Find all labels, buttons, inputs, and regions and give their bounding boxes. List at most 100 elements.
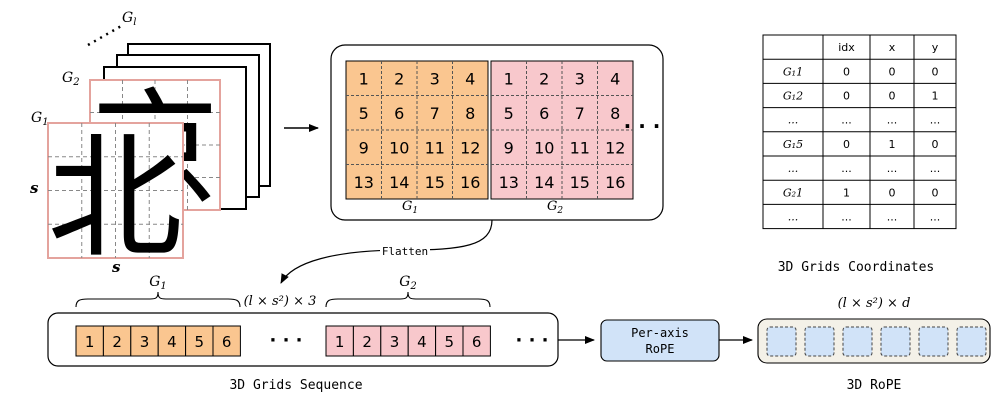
sequence-g1-label: G1 [149,274,167,292]
grid-cell-number: 11 [570,138,590,157]
coords-table-cell: G₂1 [783,186,803,199]
stack-layer-g1: 北 [47,120,184,277]
coords-table-cell: ... [788,211,799,224]
grid-cell-number: 6 [539,104,549,123]
rope-size-label: (l × s²) × d [838,296,911,311]
rope-cell [804,326,835,357]
sequence-ellipsis-mid: · · · [269,330,302,351]
rope-output: (l × s²) × d 3D RoPE [757,296,991,393]
grid-cell-number: 3 [575,69,585,88]
sequence-size-label: (l × s²) × 3 [244,294,317,309]
grid-cell-number: 1 [359,69,369,88]
grid-cell-number: 10 [389,138,409,157]
coords-table-cell: ... [788,114,799,127]
coords-table-header-cell: y [932,41,939,54]
rope-cell [956,326,987,357]
sequence-g2-label: G2 [399,274,417,292]
coords-table-cell: 0 [932,65,939,78]
grid-cell-number: 3 [430,69,440,88]
grid-cell-number: 16 [460,173,480,192]
sequence-cell-number: 5 [445,333,455,351]
rope-cells [766,326,987,357]
rope-cell [766,326,797,357]
coords-table-cell: 1 [889,138,896,151]
coords-table-header-cell: idx [838,41,855,54]
sequence-cell [407,325,437,357]
grid-cell-number: 8 [465,104,475,123]
stack-label-g2: G2 [62,70,80,88]
grid-panel-ellipsis: · · · [624,114,661,138]
grid-cell-number: 12 [605,138,625,157]
layer-g1-grid [48,123,183,258]
coords-table-cell: G₁5 [783,138,803,151]
grid-cell-number: 1 [504,69,514,88]
stack-label-g1: G1 [31,110,49,128]
grid-cell-number: 16 [605,173,625,192]
grid-cell-number: 13 [354,173,374,192]
sequence-g2-brace [325,291,491,308]
coords-table-cell: ... [930,162,941,175]
grid-cell-number: 8 [610,104,620,123]
grid-g1-label: G1 [402,199,418,216]
coords-table-cell: ... [887,114,898,127]
sequence-cell-number: 4 [167,333,177,351]
grid-cell-number: 2 [539,69,549,88]
coords-table-cell: 0 [843,65,850,78]
coords-table-cell: 0 [843,138,850,151]
grid-cell-number: 5 [504,104,514,123]
sequence-ellipsis-end: · · · [515,330,548,351]
stack-label-gl: Gl [122,10,136,28]
grid-stack: 京 北 Gl G2 G1 s s [30,10,271,277]
stack-bottom-label: s [112,258,121,276]
grid-cell-number: 7 [430,104,440,123]
flatten-label: Flatten [382,245,428,258]
coords-table-cell: ... [788,162,799,175]
grid-cell-number: 15 [570,173,590,192]
grid-cell-number: 4 [465,69,475,88]
coords-table-cell: G₁2 [783,90,803,103]
grid-cell-number: 9 [359,138,369,157]
coords-table-cell: 0 [932,186,939,199]
grid-cell-number: 7 [575,104,585,123]
sequence-cell [462,325,491,357]
per-axis-line1: Per-axis [631,326,689,340]
stack-side-label: s [30,179,39,197]
grid-cell-number: 6 [394,104,404,123]
sequence-cell [352,325,382,357]
rope-cell [842,326,873,357]
sequence-cell [212,325,241,357]
coords-table-cell: ... [930,114,941,127]
coords-table-cell: 1 [843,186,850,199]
sequence-cell [435,325,464,357]
grid-cell-number: 11 [425,138,445,157]
grid-cell-number: 10 [534,138,554,157]
coords-table-cell: 0 [932,138,939,151]
grid-cell-number: 2 [394,69,404,88]
flatten-label-bg [380,243,430,258]
sequence-cell-number: 4 [417,333,427,351]
coords-table-cell: 0 [889,186,896,199]
rope-cell [880,326,911,357]
grid-cell-number: 12 [460,138,480,157]
grid-cell-number: 4 [610,69,620,88]
sequence-cell [75,325,104,357]
coords-table-cell: ... [841,162,852,175]
sequence-cell-number: 1 [335,333,345,351]
coords-table-cell: 1 [932,90,939,103]
coords-table-cell: ... [841,211,852,224]
sequence-caption: 3D Grids Sequence [229,378,362,393]
per-axis-line2: RoPE [646,342,675,356]
grid-cell-number: 14 [534,173,554,192]
grid-cell-number: 13 [499,173,519,192]
sequence-cell-number: 3 [140,333,150,351]
coords-table-header-cell: x [889,41,896,54]
coords-table-cell: 0 [889,65,896,78]
rope-cell [918,326,949,357]
per-axis-rope-box: Per-axis RoPE [600,319,720,362]
